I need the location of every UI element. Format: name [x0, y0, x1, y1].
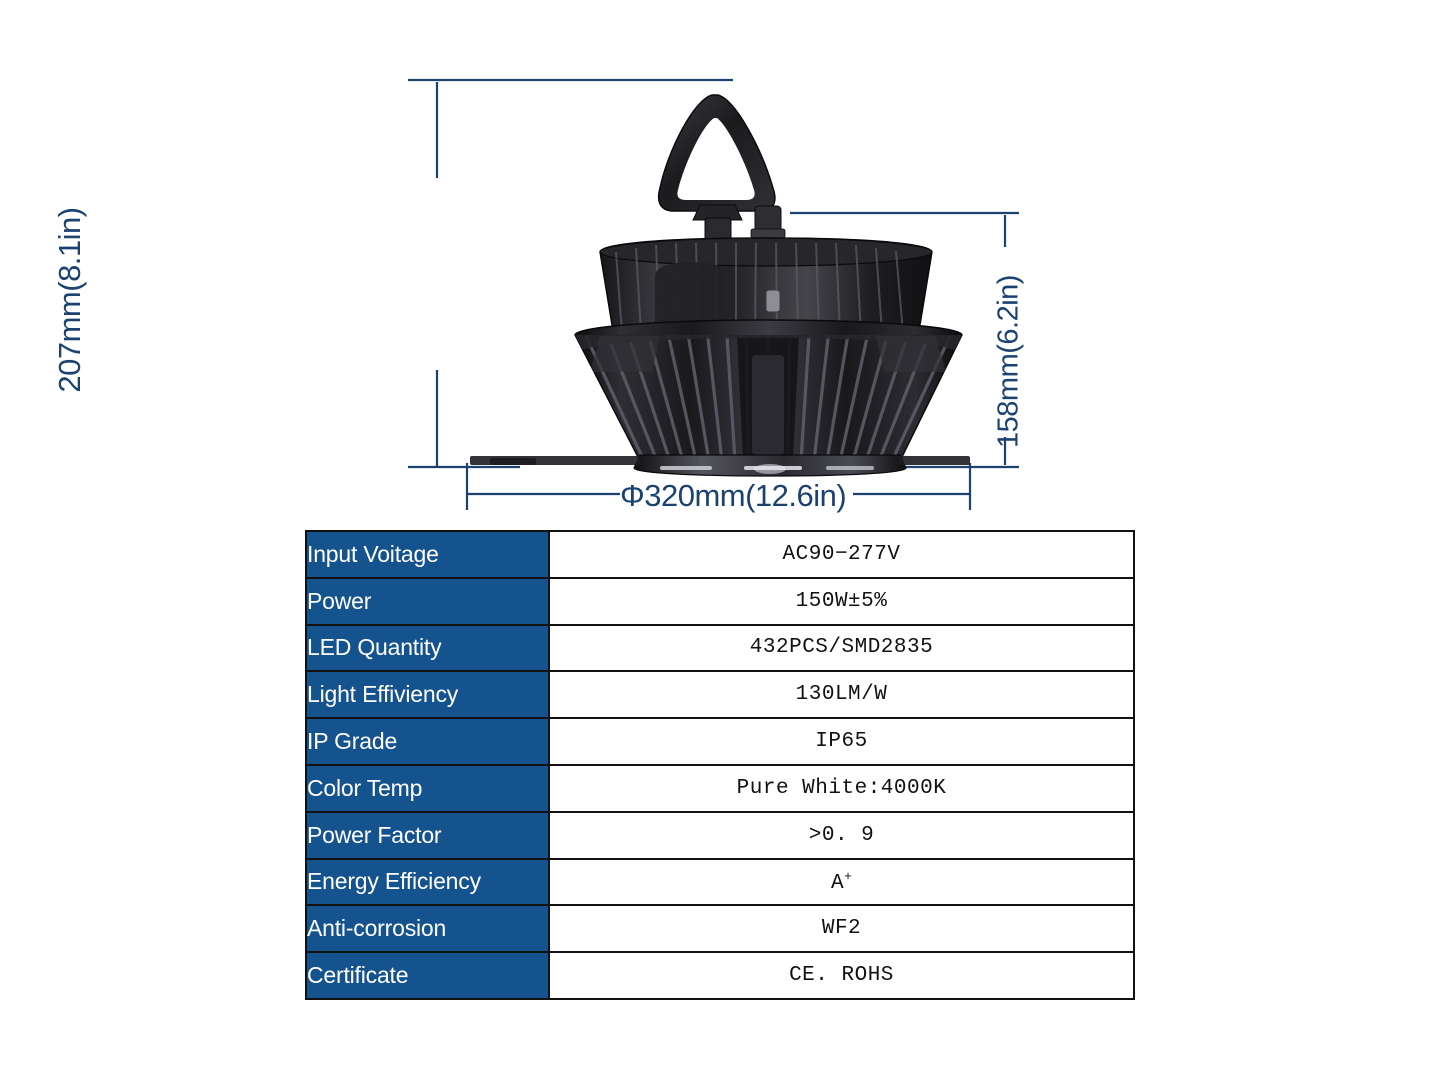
table-row: Certificate CE. ROHS [305, 951, 1135, 1000]
overall-height-dimension-label: 207mm(8.1in) [52, 207, 87, 393]
spec-value-power-factor: >0. 9 [548, 810, 1135, 860]
spec-value-color-temp: Pure White:4000K [548, 763, 1135, 813]
energy-efficiency-plus: + [844, 868, 852, 884]
spec-label-certificate: Certificate [305, 951, 550, 1000]
specification-table-body: Input Voitage AC90−277V Power 150W±5% LE… [305, 530, 1135, 1000]
spec-label-ip-grade: IP Grade [305, 717, 550, 766]
high-bay-lamp-graphic [470, 94, 970, 477]
spec-label-power-factor: Power Factor [305, 810, 550, 860]
table-row: IP Grade IP65 [305, 717, 1135, 766]
flange-right [898, 456, 970, 465]
spec-value-input-voltage: AC90−277V [548, 530, 1135, 579]
spec-value-light-efficiency: 130LM/W [548, 670, 1135, 720]
table-row: Color Temp Pure White:4000K [305, 763, 1135, 813]
diameter-dimension-label: Φ320mm(12.6in) [620, 478, 847, 513]
heat-sink-fins [575, 335, 962, 462]
spec-label-input-voltage: Input Voitage [305, 530, 550, 579]
driver-housing-top [599, 237, 933, 267]
product-dimension-diagram: 207mm(8.1in) 158mm(6.2in) Φ320mm(12.6in) [0, 0, 1445, 520]
energy-efficiency-grade: A [831, 871, 845, 895]
flange-left [470, 456, 640, 465]
housing-screw [765, 289, 781, 313]
hook-knuckle [692, 204, 743, 221]
spec-value-energy-efficiency: A+ [548, 857, 1135, 907]
rim-highlights [660, 464, 874, 474]
product-illustration-svg [408, 78, 1019, 510]
spec-value-power: 150W±5% [548, 576, 1135, 626]
table-row: Power Factor >0. 9 [305, 810, 1135, 860]
table-row: Input Voitage AC90−277V [305, 530, 1135, 579]
spec-label-anti-corrosion: Anti-corrosion [305, 904, 550, 954]
spec-label-energy-efficiency: Energy Efficiency [305, 857, 550, 907]
spec-value-ip-grade: IP65 [548, 717, 1135, 766]
hanger-hook-inner-void [677, 118, 755, 200]
spec-label-light-efficiency: Light Effiviency [305, 670, 550, 720]
spec-value-led-quantity: 432PCS/SMD2835 [548, 623, 1135, 673]
dimension-lines [408, 78, 1019, 510]
table-row: LED Quantity 432PCS/SMD2835 [305, 623, 1135, 673]
table-row: Anti-corrosion WF2 [305, 904, 1135, 954]
spec-label-color-temp: Color Temp [305, 763, 550, 813]
specification-table: Input Voitage AC90−277V Power 150W±5% LE… [305, 530, 1135, 1000]
spec-label-power: Power [305, 576, 550, 626]
spec-value-certificate: CE. ROHS [548, 951, 1135, 1000]
table-row: Power 150W±5% [305, 576, 1135, 626]
spec-label-led-quantity: LED Quantity [305, 623, 550, 673]
spec-value-anti-corrosion: WF2 [548, 904, 1135, 954]
table-row: Light Effiviency 130LM/W [305, 670, 1135, 720]
table-row: Energy Efficiency A+ [305, 857, 1135, 907]
fixture-height-dimension-label: 158mm(6.2in) [992, 275, 1025, 448]
driver-housing-fins [615, 243, 904, 333]
cable-gland-nut [750, 228, 786, 239]
